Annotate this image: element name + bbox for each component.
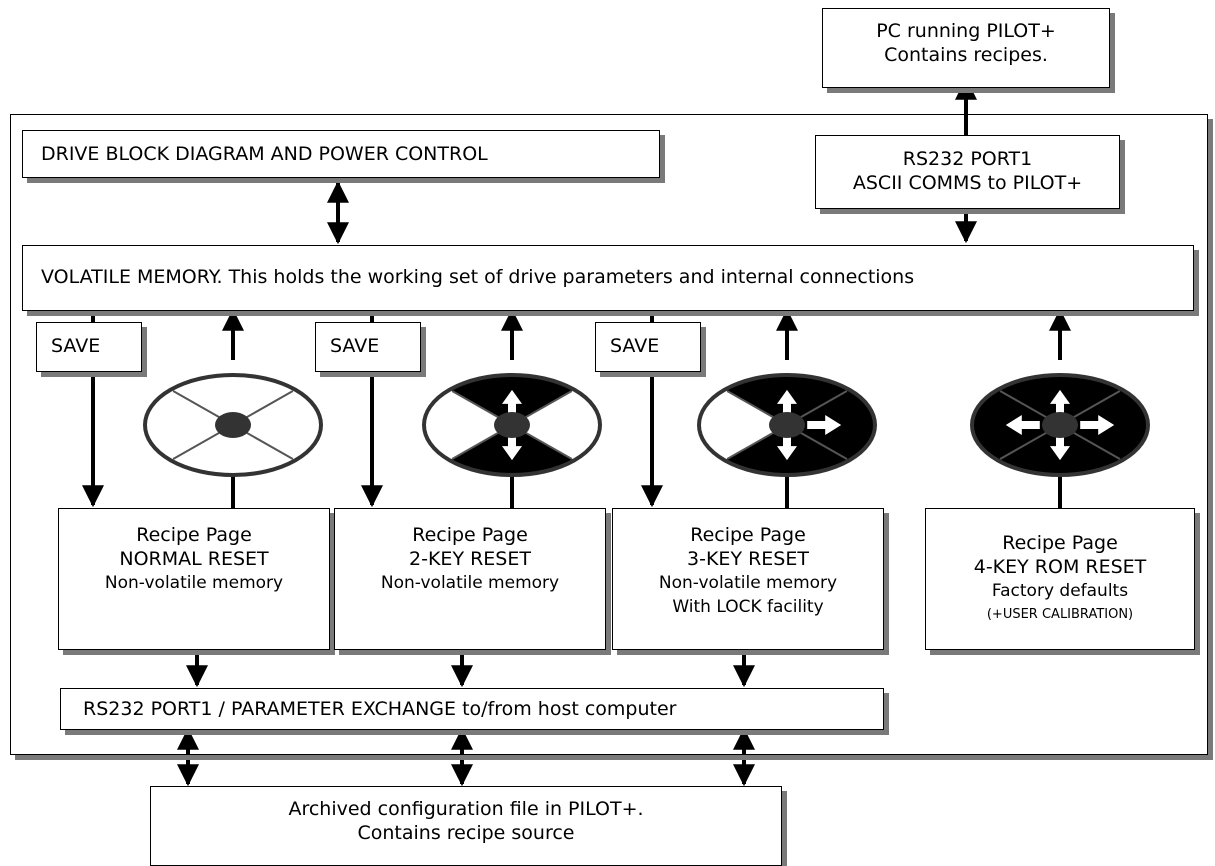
save-text-3key: SAVE (610, 335, 660, 357)
keypad-up-down (422, 373, 602, 477)
recipe-calibration: (+USER CALIBRATION) (986, 607, 1134, 622)
parameter-exchange-box: RS232 PORT1 / PARAMETER EXCHANGE to/from… (60, 688, 884, 730)
arrow-left-icon (1005, 415, 1040, 435)
recipe-memory: Non-volatile memory (104, 573, 284, 593)
arrow-bottom-icon (777, 434, 797, 461)
rs232-ascii-line1: RS232 PORT1 (902, 148, 1033, 170)
arrow-top-icon (1050, 389, 1070, 416)
keypad-center-dot (494, 412, 530, 438)
volatile-memory-label: VOLATILE MEMORY. This holds the working … (41, 266, 915, 288)
keypad-center-dot (215, 412, 251, 438)
drive-frame (10, 114, 1208, 755)
recipe-title: Recipe Page (1002, 532, 1118, 554)
parameter-exchange-label: RS232 PORT1 / PARAMETER EXCHANGE to/from… (83, 698, 677, 720)
recipe-memory: Non-volatile memory (658, 573, 838, 593)
arrow-top-icon (777, 389, 797, 416)
recipe-title: Recipe Page (412, 524, 528, 546)
recipe-lock: With LOCK facility (672, 597, 824, 617)
rs232-ascii-box: RS232 PORT1 ASCII COMMS to PILOT+ (815, 135, 1120, 209)
arrow-right-icon (1080, 415, 1115, 435)
recipe-reset: 3-KEY RESET (687, 548, 809, 570)
save-text-2key: SAVE (330, 335, 380, 357)
recipe-4key-rom-reset: Recipe Page 4-KEY ROM RESET Factory defa… (925, 508, 1195, 650)
pc-box: PC running PILOT+ Contains recipes. (822, 8, 1110, 88)
recipe-3key-reset: Recipe Page 3-KEY RESET Non-volatile mem… (612, 508, 884, 650)
arrow-bottom-icon (502, 434, 522, 461)
recipe-reset: 4-KEY ROM RESET (973, 556, 1147, 578)
save-label-2key: SAVE (315, 322, 421, 372)
recipe-defaults: Factory defaults (991, 581, 1129, 601)
arrow-top-icon (502, 389, 522, 416)
pc-box-line1: PC running PILOT+ (876, 20, 1056, 42)
arrow-right-icon (807, 415, 842, 435)
keypad-center-dot (1042, 412, 1078, 438)
recipe-title: Recipe Page (690, 524, 806, 546)
keypad-icons (143, 373, 1150, 477)
keypad-all-four (970, 373, 1150, 477)
keypad-up-down-right (697, 373, 877, 477)
arrow-bottom-icon (1050, 434, 1070, 461)
recipe-reset: NORMAL RESET (119, 548, 269, 570)
archive-line2: Contains recipe source (357, 822, 575, 844)
recipe-normal-reset: Recipe Page NORMAL RESET Non-volatile me… (58, 508, 330, 650)
archive-box: Archived configuration file in PILOT+. C… (150, 786, 782, 866)
archive-line1: Archived configuration file in PILOT+. (288, 798, 644, 820)
rs232-ascii-line2: ASCII COMMS to PILOT+ (852, 172, 1083, 194)
keypad-center-dot (769, 412, 805, 438)
drive-block-box: DRIVE BLOCK DIAGRAM AND POWER CONTROL (22, 130, 660, 178)
drive-block-label: DRIVE BLOCK DIAGRAM AND POWER CONTROL (41, 143, 488, 165)
save-label-3key: SAVE (595, 322, 701, 372)
recipe-memory: Non-volatile memory (380, 573, 560, 593)
recipe-title: Recipe Page (136, 524, 252, 546)
volatile-memory-box: VOLATILE MEMORY. This holds the working … (22, 245, 1194, 311)
recipe-2key-reset: Recipe Page 2-KEY RESET Non-volatile mem… (334, 508, 606, 650)
save-label-normal: SAVE (36, 322, 142, 372)
save-text-normal: SAVE (51, 335, 101, 357)
pc-box-line2: Contains recipes. (884, 44, 1048, 66)
keypad-none (143, 373, 323, 477)
recipe-reset: 2-KEY RESET (409, 548, 531, 570)
